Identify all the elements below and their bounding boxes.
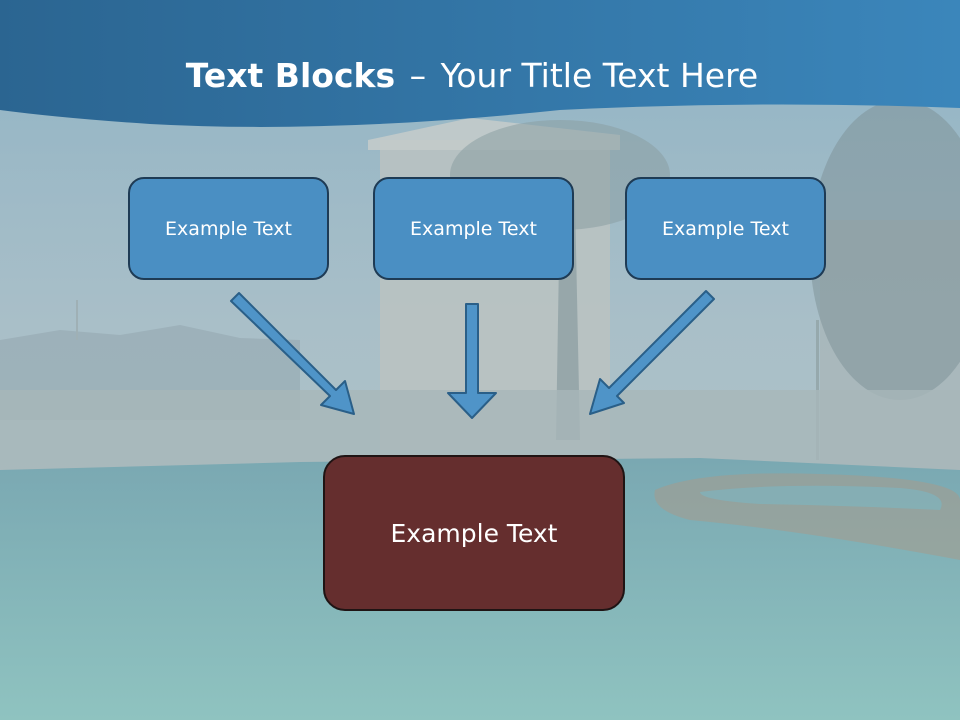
text-block-left-label: Example Text xyxy=(165,217,292,240)
text-block-right-label: Example Text xyxy=(662,217,789,240)
title-dash: – xyxy=(409,56,427,95)
slide-title: Text Blocks – Your Title Text Here xyxy=(0,54,944,98)
arrow-left xyxy=(230,292,355,415)
text-block-center-label: Example Text xyxy=(410,217,537,240)
text-block-right: Example Text xyxy=(625,177,826,280)
text-block-center: Example Text xyxy=(373,177,574,280)
text-block-left: Example Text xyxy=(128,177,329,280)
title-bold: Text Blocks xyxy=(185,56,396,95)
arrow-right xyxy=(589,290,715,415)
text-block-bottom: Example Text xyxy=(323,455,625,611)
text-block-bottom-label: Example Text xyxy=(390,518,558,548)
title-rest: Your Title Text Here xyxy=(440,56,759,95)
arrow-center xyxy=(447,303,497,419)
